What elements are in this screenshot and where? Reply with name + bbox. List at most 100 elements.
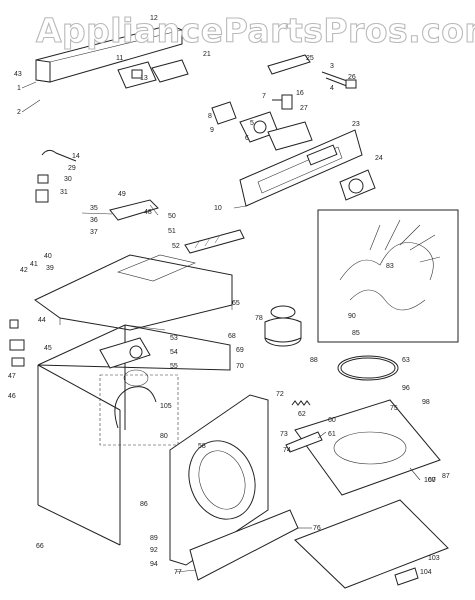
callout-6: 6 xyxy=(245,135,249,142)
callout-61: 61 xyxy=(328,431,336,438)
agitator-78 xyxy=(264,305,302,347)
callout-31: 31 xyxy=(60,189,68,196)
inset-box-105 xyxy=(99,374,179,446)
callout-74: 74 xyxy=(283,447,291,454)
callout-24: 24 xyxy=(375,155,383,162)
callout-78: 78 xyxy=(255,315,263,322)
callout-88: 88 xyxy=(310,357,318,364)
callout-3: 3 xyxy=(330,63,334,70)
callout-13: 13 xyxy=(140,75,148,82)
callout-52: 52 xyxy=(172,243,180,250)
callout-9: 9 xyxy=(210,127,214,134)
switch-30-31 xyxy=(35,174,49,203)
callout-1: 1 xyxy=(17,85,21,92)
callout-69: 69 xyxy=(236,347,244,354)
callout-54: 54 xyxy=(170,349,178,356)
wire-harness-box xyxy=(317,209,459,343)
callout-96: 96 xyxy=(402,385,410,392)
cabinet xyxy=(37,324,231,546)
callout-30: 30 xyxy=(64,176,72,183)
callout-66: 66 xyxy=(36,543,44,550)
callout-104: 104 xyxy=(420,569,432,576)
base-pan xyxy=(294,499,449,589)
callout-8: 8 xyxy=(208,113,212,120)
callout-80: 80 xyxy=(160,433,168,440)
hinge-74 xyxy=(285,431,323,453)
callout-58: 58 xyxy=(198,443,206,450)
callout-2: 2 xyxy=(17,109,21,116)
callout-68: 68 xyxy=(228,333,236,340)
side-bracket-46 xyxy=(9,319,25,367)
callout-42: 42 xyxy=(20,267,28,274)
callout-29: 29 xyxy=(68,165,76,172)
callout-55: 55 xyxy=(170,363,178,370)
strut-52 xyxy=(184,229,245,254)
callout-12: 12 xyxy=(150,15,158,22)
callout-87: 87 xyxy=(442,473,450,480)
callout-39: 39 xyxy=(46,265,54,272)
callout-25: 25 xyxy=(306,55,314,62)
callout-21: 21 xyxy=(203,51,211,58)
callout-105: 105 xyxy=(160,403,172,410)
panel-bracket-28 xyxy=(211,101,237,125)
callout-51: 51 xyxy=(168,228,176,235)
callout-77: 77 xyxy=(174,569,182,576)
callout-49: 49 xyxy=(118,191,126,198)
callout-103: 103 xyxy=(428,555,440,562)
callout-100: 100 xyxy=(424,477,436,484)
callout-41: 41 xyxy=(30,261,38,268)
tub-cover xyxy=(294,399,441,496)
callout-48: 48 xyxy=(144,209,152,216)
callout-70: 70 xyxy=(236,363,244,370)
callout-94: 94 xyxy=(150,561,158,568)
callout-53: 53 xyxy=(170,335,178,342)
callout-73: 73 xyxy=(280,431,288,438)
callout-5: 5 xyxy=(250,120,254,127)
lid-switch-104 xyxy=(394,567,419,586)
callout-62: 62 xyxy=(298,411,306,418)
knob-24 xyxy=(339,169,376,201)
callout-89: 89 xyxy=(150,535,158,542)
control-panel-27 xyxy=(267,121,313,151)
bracket-49 xyxy=(109,199,159,221)
callout-86: 86 xyxy=(140,501,148,508)
callout-36: 36 xyxy=(90,217,98,224)
callout-40: 40 xyxy=(44,253,52,260)
watermark-text: AppliancePartsPros.com xyxy=(36,11,475,50)
bracket-25 xyxy=(267,54,311,75)
spring-73 xyxy=(291,400,311,406)
seal-ring-63 xyxy=(337,355,399,381)
callout-11: 11 xyxy=(116,55,123,62)
callout-75: 75 xyxy=(390,405,398,412)
hose-14 xyxy=(41,149,77,162)
callout-23: 23 xyxy=(352,121,360,128)
console-backsplash xyxy=(35,24,183,83)
timer-assembly xyxy=(239,111,279,143)
control-panel-23 xyxy=(239,129,363,207)
callout-45: 45 xyxy=(44,345,52,352)
callout-85: 85 xyxy=(352,330,360,337)
wire-connector-26 xyxy=(321,71,357,89)
callout-26: 26 xyxy=(348,74,356,81)
callout-67: 67 xyxy=(428,477,436,484)
callout-16: 16 xyxy=(296,90,304,97)
callout-35: 35 xyxy=(90,205,98,212)
callout-98: 98 xyxy=(422,399,430,406)
pump-assembly xyxy=(99,337,151,387)
timer-knob xyxy=(272,94,293,110)
leader-lines xyxy=(21,81,421,573)
callout-50: 50 xyxy=(168,213,176,220)
callout-labels: 1 2 3 4 5 6 7 8 9 10 11 12 13 14 16 21 2… xyxy=(8,15,450,576)
callout-46: 46 xyxy=(8,393,16,400)
callout-4: 4 xyxy=(330,85,334,92)
front-panel xyxy=(169,394,269,566)
callout-72: 72 xyxy=(276,391,284,398)
callout-83: 83 xyxy=(386,263,394,270)
callout-37: 37 xyxy=(90,229,98,236)
switch-bracket xyxy=(117,61,157,89)
callout-65: 65 xyxy=(232,300,240,307)
callout-92: 92 xyxy=(150,547,158,554)
callout-60: 60 xyxy=(328,417,336,424)
callout-63: 63 xyxy=(402,357,410,364)
